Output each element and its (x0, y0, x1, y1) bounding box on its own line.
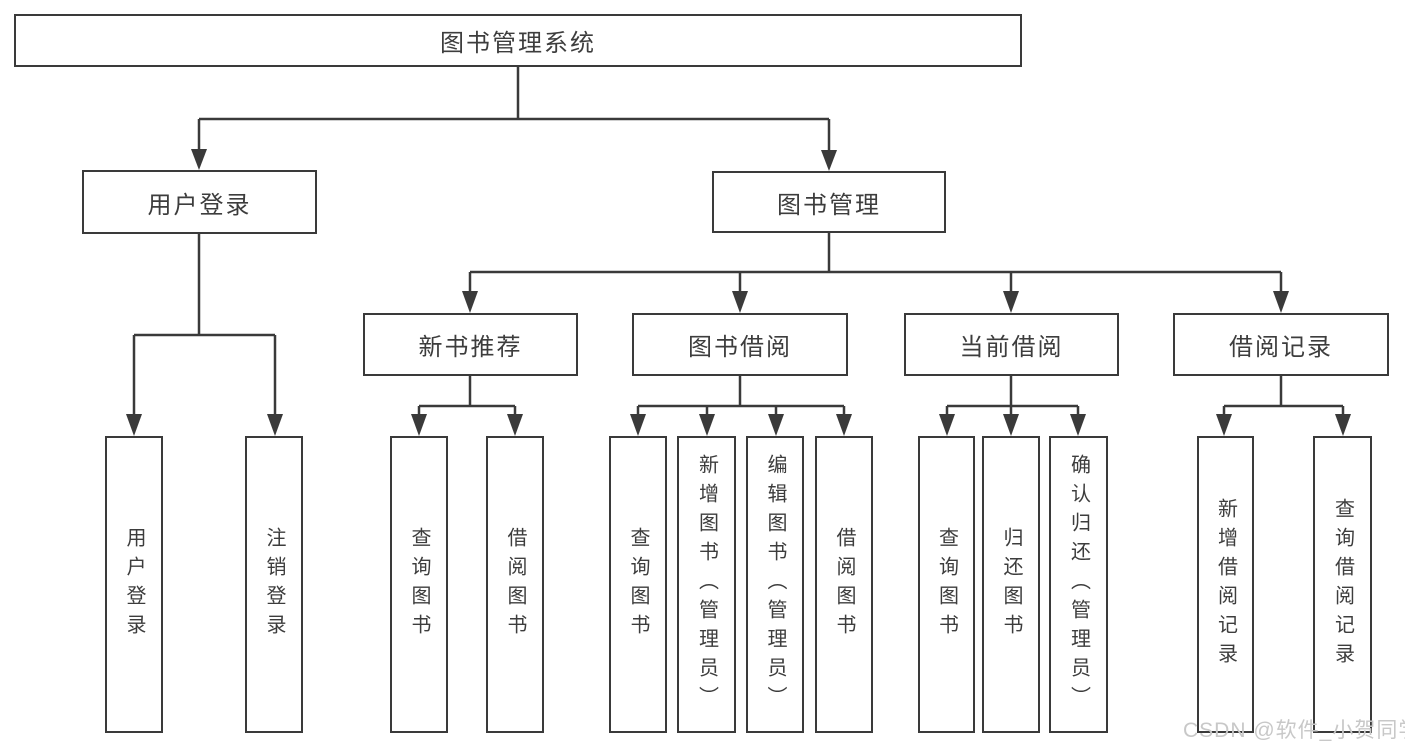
node-new-book-recommend: 新书推荐 (363, 313, 578, 376)
arrowhead-icon (1216, 414, 1232, 436)
leaf-bb-borrow-books: 借阅图书 (815, 436, 873, 733)
node-root-system: 图书管理系统 (14, 14, 1022, 67)
node-current-borrowing-label: 当前借阅 (959, 334, 1064, 361)
leaf-bb-borrow-books-label: 借阅图书 (833, 526, 855, 643)
leaf-br-add-record: 新增借阅记录 (1197, 436, 1254, 733)
arrowhead-icon (1070, 414, 1086, 436)
leaf-br-query-record-label: 查询借阅记录 (1331, 497, 1354, 672)
leaf-nb-borrow-books: 借阅图书 (486, 436, 544, 733)
arrowhead-icon (768, 414, 784, 436)
node-user-login-label: 用户登录 (147, 191, 252, 219)
leaf-br-query-record: 查询借阅记录 (1313, 436, 1372, 733)
arrowhead-icon (1335, 414, 1351, 436)
node-borrowing-records: 借阅记录 (1173, 313, 1389, 376)
leaf-bb-edit-books-admin-label: 编辑图书（管理员） (764, 454, 786, 715)
arrowhead-icon (267, 414, 283, 436)
arrowhead-icon (191, 149, 207, 170)
leaf-cb-confirm-return-admin: 确认归还（管理员） (1049, 436, 1108, 733)
leaf-user-login: 用户登录 (105, 436, 163, 733)
leaf-logout: 注销登录 (245, 436, 303, 733)
leaf-nb-borrow-books-label: 借阅图书 (504, 526, 526, 643)
arrowhead-icon (1003, 414, 1019, 436)
leaf-bb-add-books-admin: 新增图书（管理员） (677, 436, 736, 733)
node-book-borrowing: 图书借阅 (632, 313, 848, 376)
node-book-borrowing-label: 图书借阅 (688, 334, 792, 361)
arrowhead-icon (1273, 291, 1289, 313)
leaf-nb-query-books-label: 查询图书 (408, 526, 430, 643)
node-current-borrowing: 当前借阅 (904, 313, 1119, 376)
arrowhead-icon (462, 291, 478, 313)
leaf-cb-confirm-return-admin-label: 确认归还（管理员） (1067, 454, 1090, 715)
node-user-login: 用户登录 (82, 170, 317, 234)
leaf-cb-query-books-label: 查询图书 (935, 526, 958, 643)
arrowhead-icon (836, 414, 852, 436)
arrowhead-icon (939, 414, 955, 436)
leaf-cb-query-books: 查询图书 (918, 436, 975, 733)
leaf-cb-return-books-label: 归还图书 (1000, 526, 1022, 643)
arrowhead-icon (732, 291, 748, 313)
arrowhead-icon (821, 150, 837, 171)
leaf-bb-add-books-admin-label: 新增图书（管理员） (695, 454, 718, 715)
leaf-bb-query-books: 查询图书 (609, 436, 667, 733)
leaf-nb-query-books: 查询图书 (390, 436, 448, 733)
arrowhead-icon (411, 414, 427, 436)
leaf-cb-return-books: 归还图书 (982, 436, 1040, 733)
arrowhead-icon (1003, 291, 1019, 313)
arrowhead-icon (507, 414, 523, 436)
leaf-logout-label: 注销登录 (263, 526, 285, 643)
node-root-label: 图书管理系统 (440, 30, 596, 57)
leaf-bb-edit-books-admin: 编辑图书（管理员） (746, 436, 804, 733)
arrowhead-icon (126, 414, 142, 436)
arrowhead-icon (630, 414, 646, 436)
leaf-br-add-record-label: 新增借阅记录 (1214, 497, 1237, 672)
csdn-watermark: CSDN @软件_小贺同学 (1183, 719, 1405, 742)
arrowhead-icon (699, 414, 715, 436)
leaf-bb-query-books-label: 查询图书 (627, 526, 649, 643)
arrowhead-group (126, 149, 1351, 436)
node-book-management-label: 图书管理 (777, 191, 881, 219)
node-new-book-recommend-label: 新书推荐 (418, 334, 523, 361)
node-borrowing-records-label: 借阅记录 (1229, 334, 1333, 361)
leaf-user-login-label: 用户登录 (123, 526, 145, 643)
node-book-management: 图书管理 (712, 171, 946, 233)
